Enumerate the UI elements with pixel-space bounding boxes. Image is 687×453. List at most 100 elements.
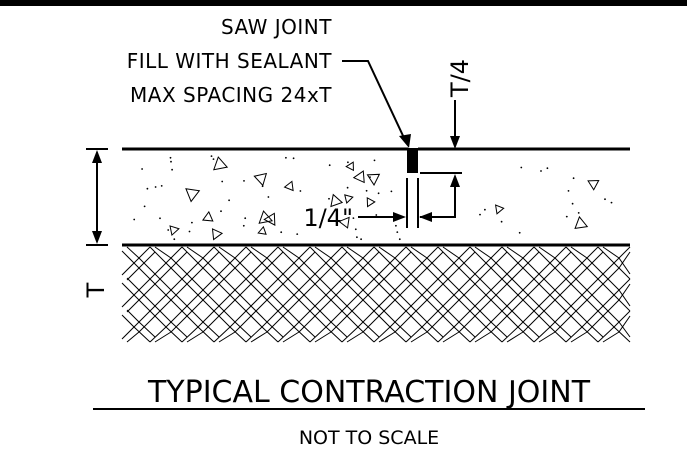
aggregate-dot bbox=[285, 156, 287, 159]
hatch-stroke bbox=[154, 246, 172, 259]
aggregate-dot bbox=[296, 233, 299, 236]
hatch-stroke bbox=[517, 294, 535, 312]
hatch-stroke bbox=[597, 294, 615, 312]
hatch-stroke bbox=[565, 262, 583, 280]
hatch-stroke bbox=[469, 262, 487, 280]
aggregate-dot bbox=[484, 208, 486, 211]
aggregate-stone bbox=[338, 216, 350, 229]
hatch-stroke bbox=[533, 326, 551, 343]
hatch-stroke bbox=[346, 267, 364, 285]
hatch-stroke bbox=[506, 331, 524, 343]
hatch-stroke bbox=[165, 294, 183, 312]
hatch-stroke bbox=[229, 246, 247, 264]
hatch-stroke bbox=[597, 310, 615, 328]
hatch-stroke bbox=[602, 299, 620, 317]
hatch-stroke bbox=[218, 331, 236, 343]
hatch-stroke bbox=[234, 289, 252, 307]
hatch-stroke bbox=[229, 294, 247, 312]
hatch-stroke bbox=[554, 315, 572, 333]
hatch-stroke bbox=[266, 315, 284, 333]
hatch-stroke bbox=[341, 326, 359, 343]
aggregate-stone bbox=[366, 173, 381, 186]
hatch-stroke bbox=[469, 246, 487, 264]
hatch-stroke bbox=[282, 299, 300, 317]
hatch-stroke bbox=[126, 331, 140, 343]
hatch-stroke bbox=[602, 267, 620, 285]
hatch-stroke bbox=[341, 294, 359, 312]
hatch-stroke bbox=[357, 246, 375, 264]
hatch-stroke bbox=[126, 267, 140, 281]
hatch-stroke bbox=[469, 278, 487, 296]
hatch-stroke bbox=[261, 326, 279, 343]
hatch-stroke bbox=[121, 326, 135, 340]
aggregate-dot bbox=[352, 217, 355, 220]
aggregate-dot bbox=[242, 224, 245, 227]
hatch-stroke bbox=[266, 289, 284, 307]
hatch-stroke bbox=[245, 262, 263, 280]
hatch-stroke bbox=[133, 262, 151, 280]
hatch-stroke bbox=[506, 273, 524, 291]
aggregate-stone bbox=[169, 225, 180, 237]
aggregate-dot bbox=[390, 190, 393, 193]
hatch-stroke bbox=[181, 246, 199, 264]
aggregate-dot bbox=[154, 186, 157, 188]
hatch-stroke bbox=[229, 262, 247, 280]
hatch-stroke bbox=[170, 315, 188, 333]
hatch-stroke bbox=[234, 257, 252, 275]
hatch-stroke bbox=[421, 294, 439, 312]
hatch-stroke bbox=[533, 310, 551, 328]
hatch-stroke bbox=[170, 289, 188, 307]
hatch-stroke bbox=[346, 299, 364, 317]
hatch-stroke bbox=[485, 262, 503, 280]
hatch-stroke bbox=[293, 278, 311, 296]
hatch-stroke bbox=[533, 262, 551, 280]
hatch-stroke bbox=[357, 262, 375, 280]
aggregate-dot bbox=[360, 238, 362, 241]
hatch-stroke bbox=[138, 257, 156, 275]
aggregate-stone bbox=[257, 225, 267, 235]
hatch-stroke bbox=[314, 305, 332, 323]
hatch-stroke bbox=[554, 321, 572, 338]
hatch-stroke bbox=[533, 278, 551, 296]
aggregate-dot bbox=[169, 156, 172, 159]
aggregate-dot bbox=[167, 229, 170, 231]
hatch-stroke bbox=[202, 315, 220, 333]
hatch-stroke bbox=[186, 267, 204, 285]
aggregate-dot bbox=[520, 166, 523, 169]
hatch-stroke bbox=[394, 315, 412, 333]
hatch-stroke bbox=[442, 267, 460, 285]
hatch-stroke bbox=[154, 267, 172, 285]
hatch-stroke bbox=[618, 321, 631, 338]
hatch-stroke bbox=[261, 278, 279, 296]
aggregate-dot bbox=[299, 190, 302, 192]
aggregate-dot bbox=[133, 218, 136, 221]
hatch-stroke bbox=[389, 326, 407, 343]
hatch-stroke bbox=[346, 273, 364, 291]
hatch-stroke bbox=[405, 262, 423, 280]
aggregate-dot bbox=[267, 196, 270, 198]
hatch-stroke bbox=[549, 310, 567, 328]
hatch-stroke bbox=[362, 289, 380, 307]
drawing-subtitle: NOT TO SCALE bbox=[299, 427, 439, 449]
aggregate-dot bbox=[228, 199, 231, 202]
hatch-stroke bbox=[565, 326, 583, 343]
thickness-arrow-bottom bbox=[92, 231, 102, 244]
hatch-stroke bbox=[613, 294, 631, 312]
hatch-stroke bbox=[325, 326, 343, 343]
concrete-aggregate bbox=[133, 155, 613, 241]
hatch-stroke bbox=[213, 278, 231, 296]
hatch-stroke bbox=[453, 262, 471, 280]
hatch-stroke bbox=[554, 289, 572, 307]
hatch-stroke bbox=[437, 278, 455, 296]
hatch-stroke bbox=[581, 262, 599, 280]
hatch-stroke bbox=[597, 326, 615, 343]
aggregate-dot bbox=[188, 230, 191, 233]
hatch-stroke bbox=[549, 326, 567, 343]
hatch-stroke bbox=[373, 262, 391, 280]
hatch-stroke bbox=[154, 305, 172, 323]
hatch-stroke bbox=[421, 278, 439, 296]
hatch-stroke bbox=[314, 331, 332, 343]
hatch-stroke bbox=[362, 251, 380, 269]
aggregate-dot bbox=[328, 197, 330, 200]
